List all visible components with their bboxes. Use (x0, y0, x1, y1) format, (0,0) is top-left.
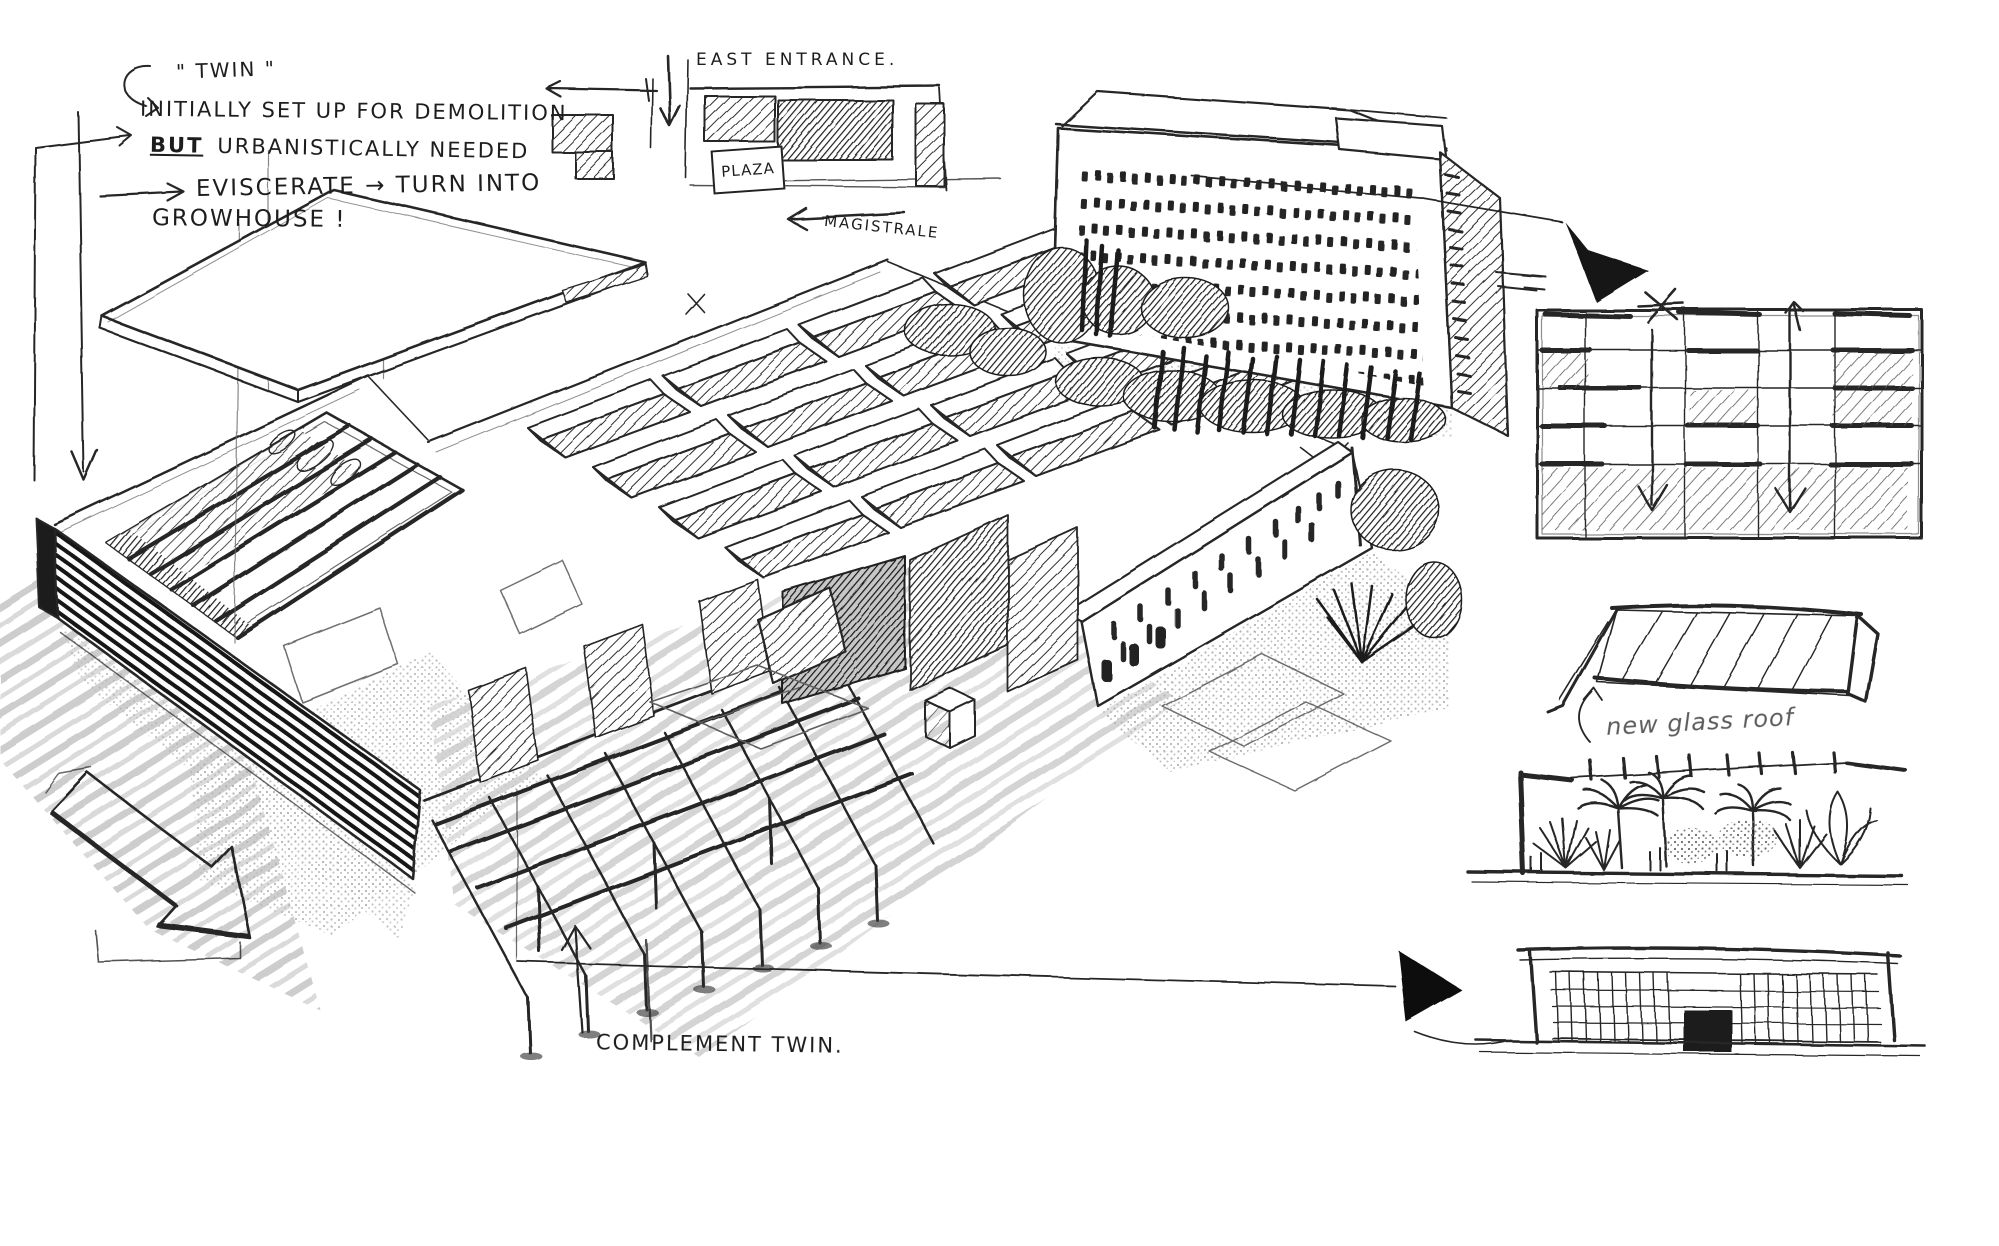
fan-plant (1316, 582, 1416, 664)
hall-window-facade (909, 440, 1374, 708)
complement-leader (517, 924, 1511, 1046)
complement-up-arrow-icon (560, 924, 652, 1042)
tower-leader-line (1191, 175, 1563, 223)
site-plan-sketches (544, 54, 1001, 231)
big-demolition-arrow-icon (44, 767, 252, 963)
vegetation (904, 237, 1463, 664)
glass-roof-pointer-icon (1578, 691, 1593, 743)
plaza-label-box: PLAZA (710, 145, 786, 195)
leader-arrowhead-icon (1398, 950, 1462, 1022)
growhouse-left-wing (35, 149, 583, 893)
section-down-arrows-icon (1636, 300, 1807, 514)
note-east-entrance: EAST ENTRANCE. (696, 50, 899, 70)
solid-down-arrow-icon (1565, 222, 1648, 302)
slab-pointer-line (77, 111, 85, 473)
x-mark-icon (1636, 288, 1686, 324)
twin-elevation-diagram (1474, 946, 1927, 1057)
foreground-blocks (649, 586, 1391, 791)
note-complement-twin: COMPLEMENT TWIN. (595, 1030, 844, 1058)
note-demolition: INITIALLY SET UP FOR DEMOLITION (139, 96, 568, 126)
note-arrows (33, 64, 186, 482)
note-growhouse: GROWHOUSE ! (151, 205, 347, 233)
east-entrance-arrow-icon (658, 54, 682, 128)
greenhouse-section-diagram (1466, 750, 1909, 886)
magistrale-arrow-icon (786, 206, 907, 231)
note-twin: " TWIN " (175, 56, 277, 84)
tropical-plants (1531, 791, 1877, 873)
floating-roof-slab (98, 188, 649, 404)
elevation-entrance-block (1684, 1010, 1732, 1052)
glass-roof-diagram (1546, 603, 1880, 743)
note-but-emphasis: BUT (149, 132, 204, 158)
section-diagram (1191, 175, 1924, 540)
